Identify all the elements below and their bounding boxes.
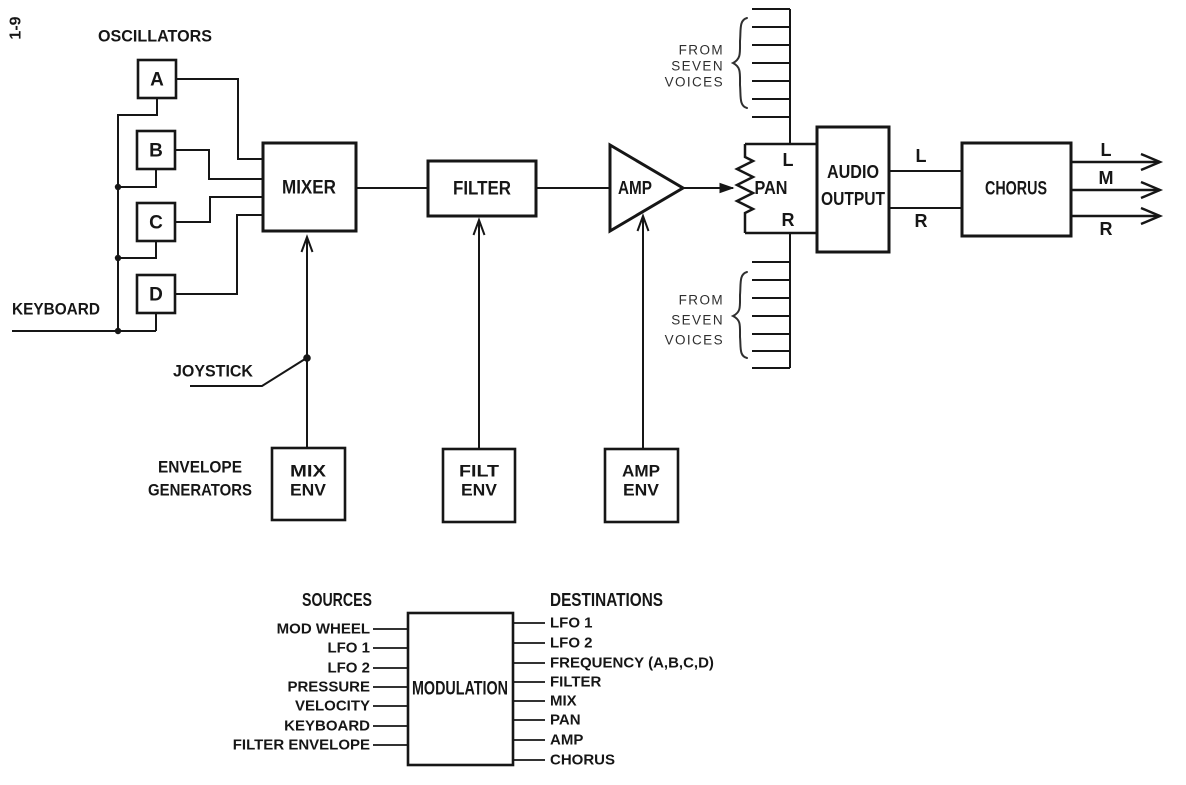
final-output-r-label: R [1100,219,1113,239]
modulation-lines [373,622,545,761]
wire-osc-a-to-mixer [176,78,263,160]
audio-output-label-line2: OUTPUT [821,189,885,209]
osc-b-box [135,129,177,171]
junction-dot-c [114,254,122,262]
osc-c-box [135,201,177,243]
chorus-box [960,141,1073,238]
mix-env-label-line1: MIX [290,462,327,481]
mod-dest-filter: FILTER [550,674,602,691]
mix-env-box [270,446,347,522]
voices-bottom-line1: FROM [679,293,724,308]
osc-d-box [135,273,177,315]
brace-top-voices [730,17,748,109]
audio-output-label-line1: AUDIO [827,162,879,182]
joystick-label: JOYSTICK [173,362,254,381]
mix-env-label-line2: ENV [290,481,327,500]
filt-env-label-line2: ENV [461,481,498,500]
oscillators-title: OSCILLATORS [98,27,212,46]
final-output-l-label: L [1101,140,1112,160]
modulation-box [406,611,515,767]
mod-source-pressure: PRESSURE [287,679,370,696]
destinations-title: DESTINATIONS [550,590,663,610]
mixer-box [261,141,358,233]
osc-b-label: B [149,141,163,162]
wire-osc-b-to-mixer [175,149,263,180]
osc-d-label: D [149,285,163,306]
wire-osc-d-to-mixer [175,214,263,295]
mod-dest-amp: AMP [550,732,583,749]
junction-dot-joystick [303,354,311,362]
pan-label: PAN [755,178,788,198]
wire-osc-c-to-mixer [175,196,263,223]
osc-c-label: C [149,213,163,234]
envelope-generators-title-line1: ENVELOPE [158,458,242,477]
audio-output-box [815,125,891,254]
wire-keyboard-bus [117,98,158,331]
mod-source-mod-wheel: MOD WHEEL [277,621,370,638]
pan-r-label: R [782,210,795,230]
mod-source-filter-envelope: FILTER ENVELOPE [233,737,370,754]
audioout-l-label: L [916,146,927,166]
amp-label: AMP [618,178,652,198]
osc-a-box [136,58,178,100]
pan-resistor-zigzag [734,144,756,233]
amp-triangle [608,142,686,234]
wires [12,8,1164,449]
audioout-r-label: R [915,211,928,231]
filter-box [426,159,538,218]
keyboard-label: KEYBOARD [12,300,100,319]
mod-source-velocity: VELOCITY [295,698,370,715]
page-number: 1-9 [8,16,25,39]
final-output-m-label: M [1099,168,1114,188]
mod-dest-lfo2: LFO 2 [550,635,593,652]
mod-source-lfo1: LFO 1 [327,640,370,657]
voices-comb-bottom [752,233,791,369]
mod-dest-lfo1: LFO 1 [550,615,593,632]
pan-l-label: L [783,150,794,170]
mod-dest-frequency: FREQUENCY (A,B,C,D) [550,655,714,672]
junction-dots [114,183,311,362]
wire-osc-b-drop [118,169,157,188]
mixer-label: MIXER [282,178,336,199]
filter-label: FILTER [453,179,511,200]
junction-dot-b [114,183,122,191]
amp-env-label-line2: ENV [623,481,660,500]
wire-osc-c-drop [118,241,157,259]
mod-dest-pan: PAN [550,712,581,729]
mod-dest-mix: MIX [550,693,577,710]
osc-a-label: A [150,70,164,91]
voices-comb-top [752,8,791,144]
amp-env-label-line1: AMP [622,462,660,481]
voices-top-line3: VOICES [665,75,724,90]
mod-source-keyboard: KEYBOARD [284,718,370,735]
mod-dest-chorus: CHORUS [550,752,615,769]
chorus-label: CHORUS [985,179,1047,200]
voices-bottom-line2: SEVEN [671,313,724,328]
mod-source-lfo2: LFO 2 [327,660,370,677]
junction-dot-keyboard [114,327,122,335]
voices-top-line1: FROM [679,43,724,58]
amp-env-box [603,447,680,524]
blocks [135,58,1073,767]
voices-bottom-line3: VOICES [665,333,724,348]
wire-joystick-link [190,358,306,387]
voices-top-line2: SEVEN [671,59,724,74]
modulation-label: MODULATION [412,679,508,700]
filt-env-box [441,447,517,524]
filt-env-label-line1: FILT [459,462,500,481]
sources-title: SOURCES [302,590,372,610]
envelope-generators-title-line2: GENERATORS [148,481,252,500]
brace-bottom-voices [730,271,748,359]
